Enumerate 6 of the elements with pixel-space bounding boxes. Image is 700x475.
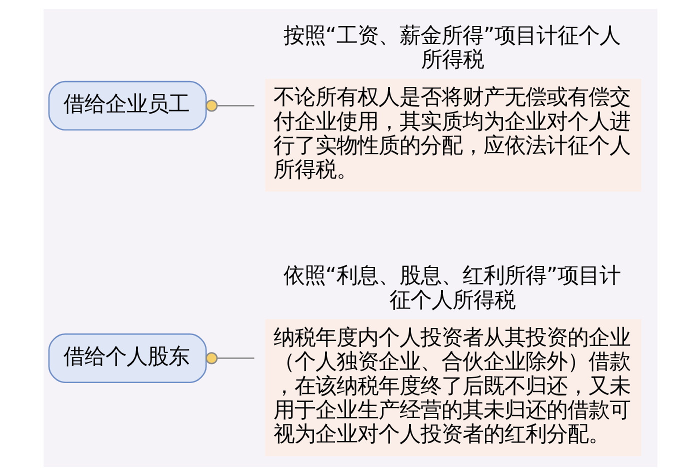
node-box: 借给个人股东 [48, 332, 206, 383]
node-label: 依照“利息、股息、红利所得”项目计征个人所得税 [282, 263, 620, 312]
node-label: 按照“工资、薪金所得”项目计征个人所得税 [282, 22, 620, 72]
connector [205, 99, 254, 112]
node-box: 借给企业员工 [48, 80, 206, 130]
connector [205, 352, 254, 364]
